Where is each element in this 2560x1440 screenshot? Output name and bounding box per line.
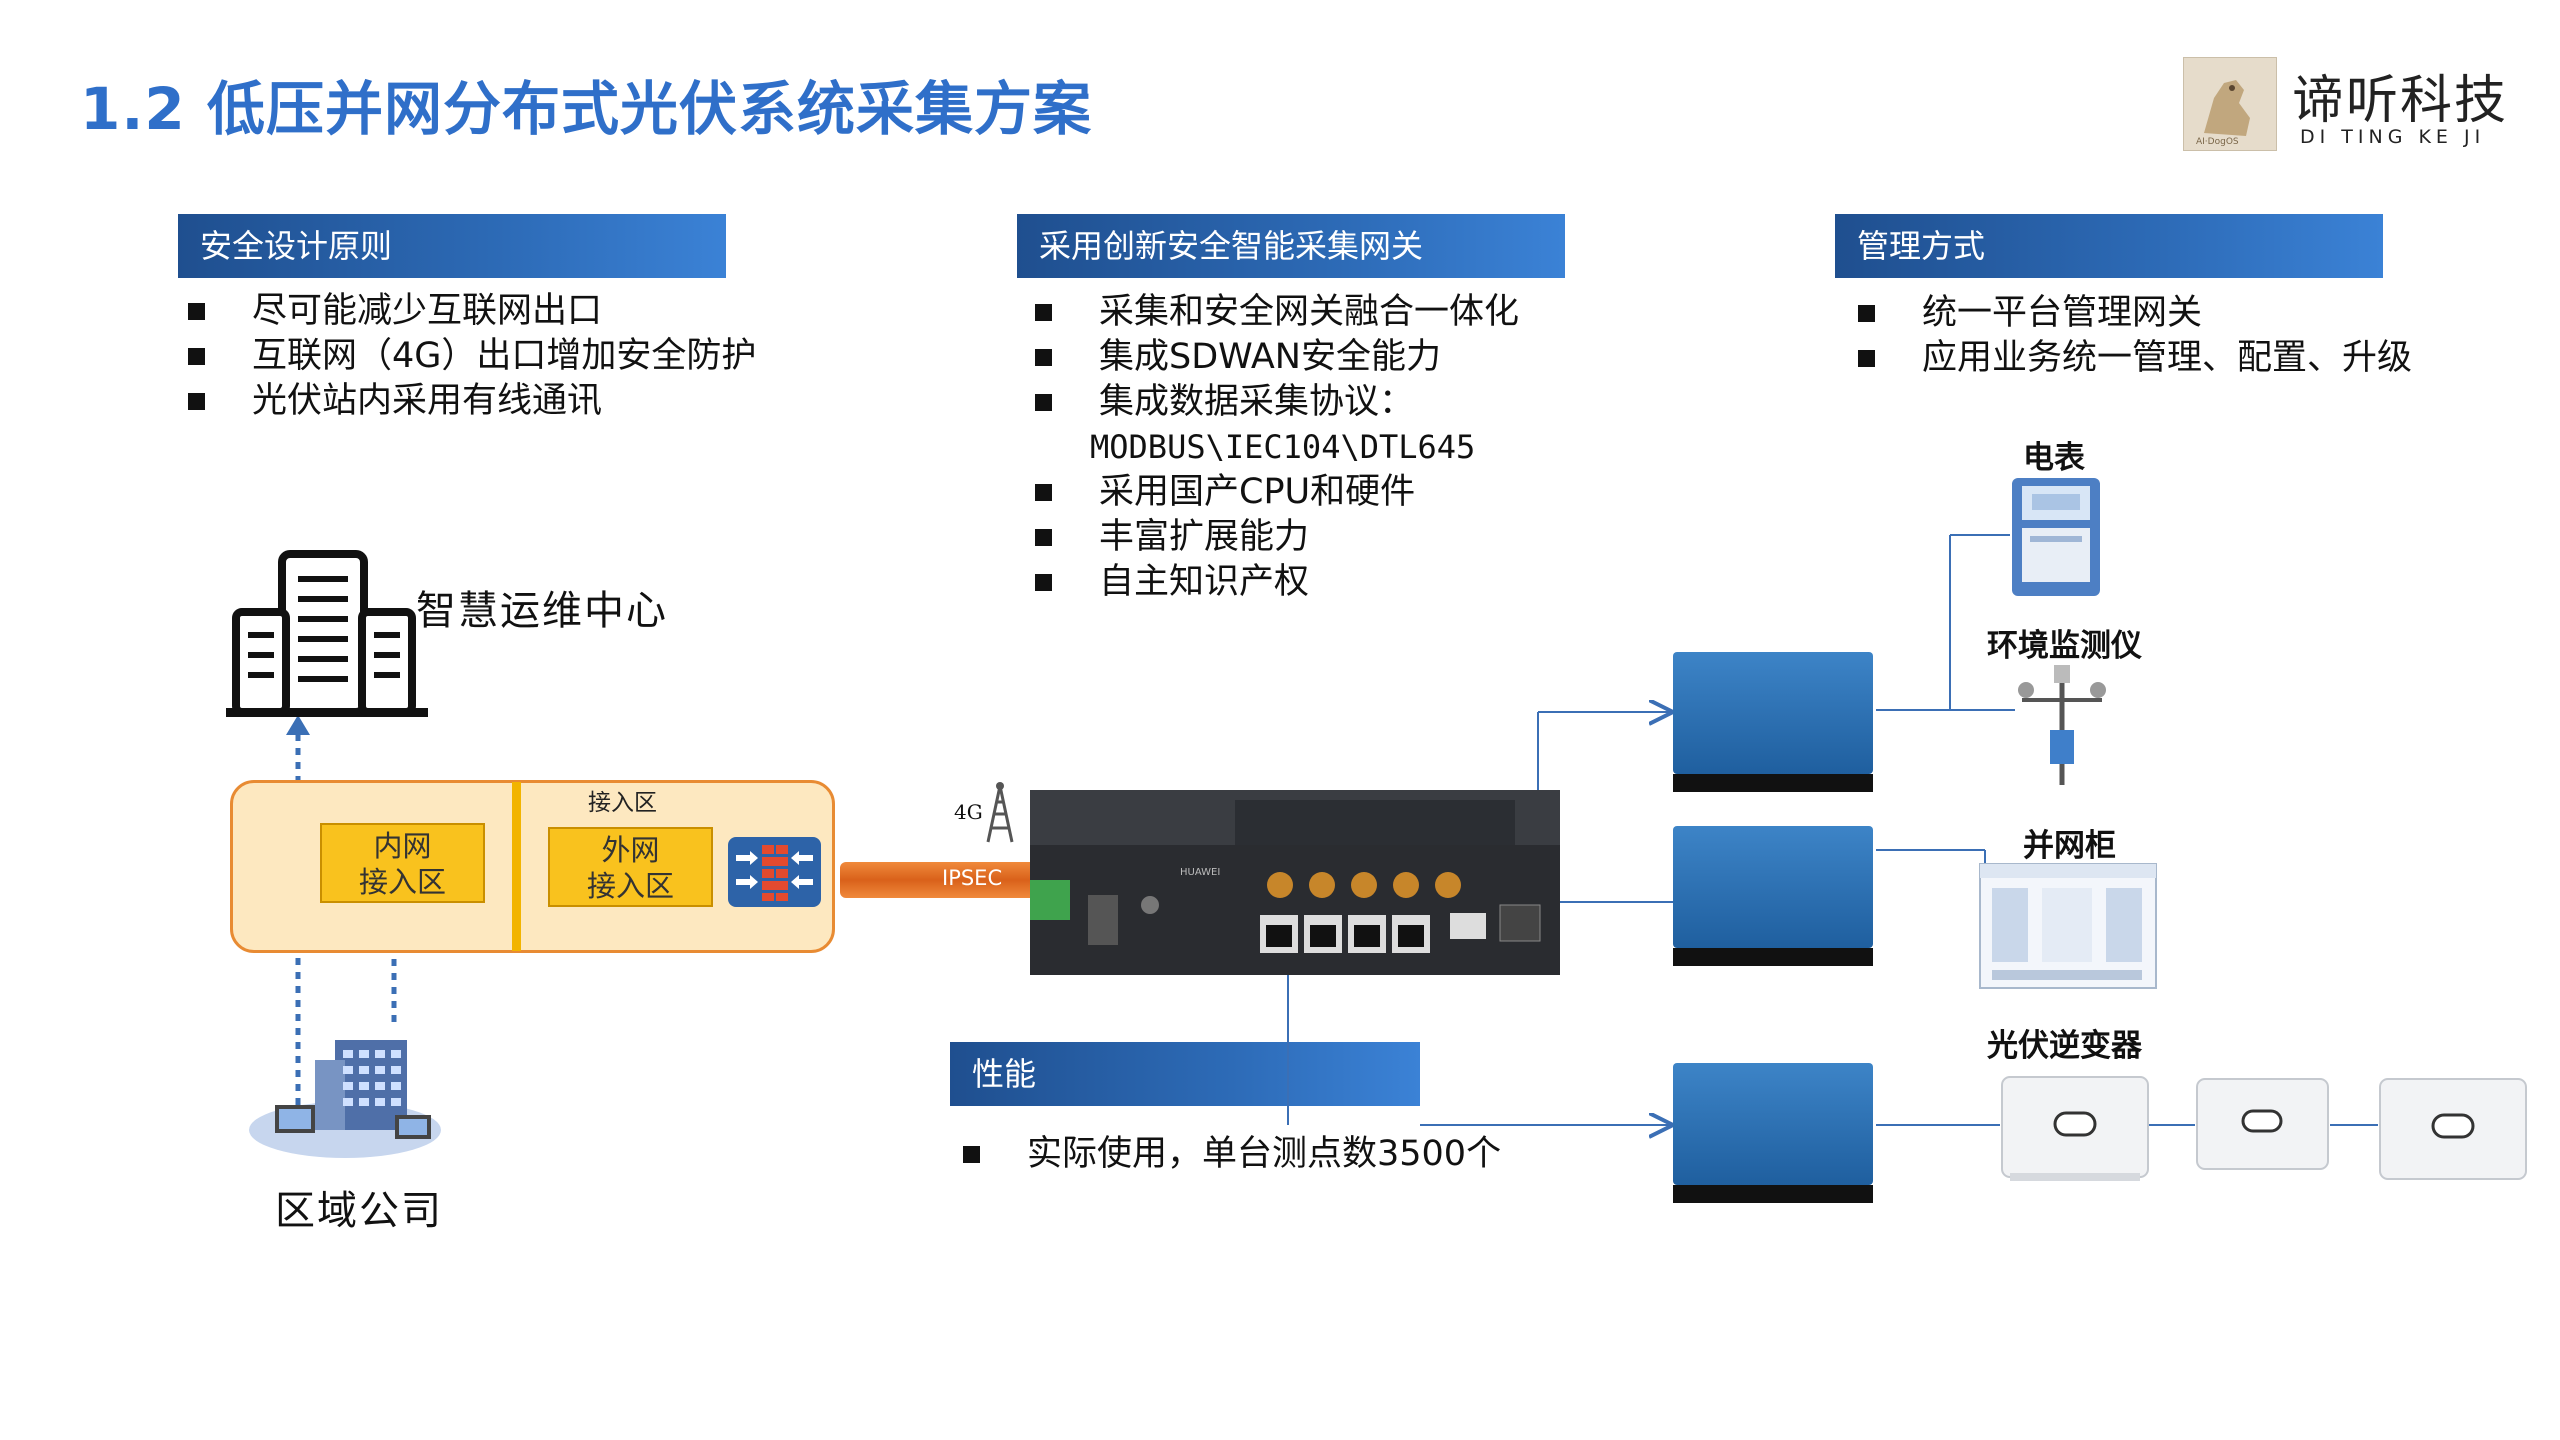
env-monitor-label: 环境监测仪 bbox=[1987, 628, 2142, 664]
list-item: 采集和安全网关融合一体化 bbox=[1035, 290, 1519, 335]
inner-zone-box: 内网 接入区 bbox=[320, 823, 485, 903]
inverter-icon bbox=[2195, 1077, 2330, 1181]
outer-zone-line2: 接入区 bbox=[586, 869, 674, 903]
gateway-header: 采用创新安全智能采集网关 bbox=[1017, 214, 1565, 278]
performance-header: 性能 bbox=[950, 1042, 1420, 1106]
logo-text: 谛听科技 bbox=[2292, 71, 2509, 131]
collector-module bbox=[1673, 652, 1873, 792]
ops-center-label: 智慧运维中心 bbox=[416, 588, 668, 634]
access-zone-label: 接入区 bbox=[588, 790, 657, 816]
firewall-icon bbox=[728, 837, 821, 907]
inner-zone-line1: 内网 bbox=[373, 829, 432, 863]
list-item: 互联网（4G）出口增加安全防护 bbox=[188, 334, 756, 379]
management-header: 管理方式 bbox=[1835, 214, 2383, 278]
list-item: 丰富扩展能力 bbox=[1035, 515, 1519, 560]
outer-zone-box: 外网 接入区 bbox=[548, 827, 713, 907]
performance-list: 实际使用，单台测点数3500个 bbox=[963, 1132, 1501, 1177]
collector-module bbox=[1673, 826, 1873, 966]
inverter-icon bbox=[2000, 1075, 2150, 1189]
antenna-icon bbox=[980, 780, 1020, 850]
collector-module bbox=[1673, 1063, 1873, 1203]
zone-divider bbox=[512, 782, 521, 951]
safety-header: 安全设计原则 bbox=[178, 214, 726, 278]
svg-text:AI·DogOS: AI·DogOS bbox=[2196, 137, 2239, 147]
inverter-label: 光伏逆变器 bbox=[1987, 1028, 2142, 1064]
svg-text:HUAWEI: HUAWEI bbox=[1180, 867, 1220, 878]
gateway-front: HUAWEI bbox=[1030, 845, 1560, 975]
regional-company-label: 区域公司 bbox=[275, 1188, 443, 1234]
list-item: 光伏站内采用有线通讯 bbox=[188, 379, 756, 424]
inner-zone-line2: 接入区 bbox=[358, 865, 446, 899]
grid-cabinet-icon bbox=[1978, 862, 2158, 994]
gateway-vent bbox=[1235, 800, 1515, 850]
list-item: MODBUS\IEC104\DTL645 bbox=[1090, 428, 1476, 466]
outer-zone-line1: 外网 bbox=[601, 833, 660, 867]
meter-icon bbox=[2010, 476, 2102, 602]
list-item: 应用业务统一管理、配置、升级 bbox=[1858, 336, 2412, 381]
page-title: 1.2 低压并网分布式光伏系统采集方案 bbox=[80, 75, 1092, 143]
building-icon bbox=[222, 548, 432, 724]
management-list: 统一平台管理网关 应用业务统一管理、配置、升级 bbox=[1858, 291, 2412, 381]
ipsec-label: IPSEC bbox=[942, 866, 1003, 890]
cabinet-label: 并网柜 bbox=[2023, 828, 2116, 864]
safety-list: 尽可能减少互联网出口 互联网（4G）出口增加安全防护 光伏站内采用有线通讯 bbox=[188, 289, 756, 424]
list-item: 集成SDWAN安全能力 bbox=[1035, 335, 1519, 380]
gateway-list: 采集和安全网关融合一体化 集成SDWAN安全能力 集成数据采集协议： MODBU… bbox=[1035, 290, 1519, 605]
ipsec-tunnel bbox=[840, 862, 1040, 898]
inverter-icon bbox=[2378, 1077, 2528, 1191]
meter-label: 电表 bbox=[2023, 440, 2085, 476]
list-item: 采用国产CPU和硬件 bbox=[1035, 470, 1519, 515]
list-item: 自主知识产权 bbox=[1035, 560, 1519, 605]
list-item: 集成数据采集协议： bbox=[1035, 380, 1519, 425]
list-item: 统一平台管理网关 bbox=[1858, 291, 2412, 336]
list-item: 尽可能减少互联网出口 bbox=[188, 289, 756, 334]
antenna-label: 4G bbox=[954, 800, 983, 824]
env-monitor-icon bbox=[2012, 660, 2112, 794]
dog-logo-icon: AI·DogOS bbox=[2183, 57, 2277, 151]
logo-subtitle: DI TING KE JI bbox=[2300, 126, 2486, 148]
list-item: 实际使用，单台测点数3500个 bbox=[963, 1132, 1501, 1177]
office-building-icon bbox=[245, 1020, 445, 1164]
